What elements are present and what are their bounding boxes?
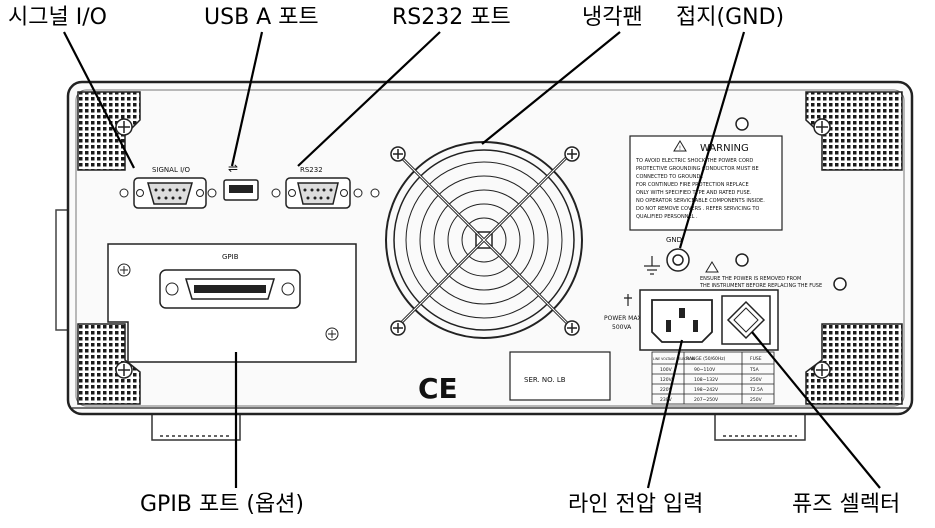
cooling-fan [385,141,583,339]
leader-line-input [646,339,684,489]
fuse-table-cell: T5A [749,367,760,373]
fuse-table-header: LINE VOLTAGE SELECTION [653,357,695,361]
fan-screws [390,146,580,336]
fuse-table-cell: 90~110V [694,367,716,373]
usb-symbol-icon: ⇌ [228,161,238,175]
fuse-table-cell: T2.5A [749,387,764,393]
warning-title: WARNING [700,143,749,154]
fuse-table-cell: 230V [660,397,673,403]
callout-cooling-fan: 냉각팬 [582,5,643,30]
callout-usb-a-port: USB A 포트 [204,5,319,30]
panel-hole [833,277,847,291]
svg-text:!: ! [679,145,681,152]
rear-feet [151,408,806,441]
fuse-table-text: LINE VOLTAGE SELECTION RANGE (50/60Hz) F… [653,356,764,403]
power-symbol-icon [624,294,632,306]
leader-fan [481,31,621,145]
leader-lines [63,31,881,489]
rs232-port[interactable] [271,177,380,209]
gpib-panel-label: GPIB [222,253,239,261]
warning-line: TO AVOID ELECTRIC SHOCK THE POWER CORD [635,158,753,164]
leader-rs232 [297,31,441,167]
gpib-port[interactable] [159,269,301,309]
line-voltage-inlet[interactable] [651,299,713,343]
leader-usb [230,31,264,167]
usb-a-port[interactable] [223,179,259,201]
fuse-table-cell: 120V [660,377,673,383]
warning-line: DO NOT REMOVE COVERS . REFER SERVICING T… [636,206,759,212]
fuse-table-cell: 108~132V [694,377,719,383]
callout-ground: 접지(GND) [676,5,785,30]
panel-hole [735,117,749,131]
signal-io-port[interactable] [119,177,217,209]
warning-line: PROTECTIVE GROUNDING CONDUCTOR MUST BE [636,166,759,172]
fuse-table-cell: 250V [750,377,763,383]
leader-signal-io [63,31,135,169]
caution-icon [705,261,719,273]
warning-line: FOR CONTINUED FIRE PROTECTION REPLACE [636,182,749,188]
warning-line: QUALIFIED PERSONNEL . [636,214,698,220]
fuse-table-cell: 100V [660,367,673,373]
callout-gpib-port: GPIB 포트 (옵션) [140,492,305,517]
fuse-warning-line: ENSURE THE POWER IS REMOVED FROM [700,276,801,282]
warning-line: CONNECTED TO GROUND . [636,174,704,180]
warning-lines: TO AVOID ELECTRIC SHOCK THE POWER CORD P… [635,158,765,220]
ce-mark: CE [418,372,458,405]
callout-rs232-port: RS232 포트 [392,5,511,30]
fuse-selector-drawer[interactable] [721,295,771,345]
fuse-table-header: FUSE [750,356,762,362]
power-label: POWER MAX. [604,315,644,322]
warning-label-box: ! [629,135,783,231]
callout-signal-io: 시그널 I/O [8,5,107,30]
warning-line: ONLY WITH SPECIFIED TYPE AND RATED FUSE. [636,190,752,196]
fuse-table-cell: 220V [660,387,673,393]
corner-screws [115,118,831,379]
leader-gnd [678,31,746,249]
ground-symbol-icon [644,256,660,275]
warning-line: NO OPERATOR SERVICEABLE COMPONENTS INSID… [636,198,765,204]
fuse-table-cell: 198~242V [694,387,719,393]
panel-hole [735,253,749,267]
callout-fuse-selector: 퓨즈 셀렉터 [792,492,901,517]
fuse-table-header: RANGE (50/60Hz) [686,356,726,362]
ground-terminal[interactable] [666,248,690,272]
callout-line-voltage-input: 라인 전압 입력 [568,492,704,517]
rs232-panel-label: RS232 [300,166,323,174]
corner-grilles [77,91,903,405]
gnd-panel-label: GND [666,236,682,244]
signal-io-panel-label: SIGNAL I/O [152,166,191,174]
fuse-warning-line: THE INSTRUMENT BEFORE REPLACING THE FUSE [699,283,822,289]
serial-label: SER. NO. LB [524,376,566,384]
fuse-table-cell: 207~250V [694,397,719,403]
fuse-table-cell: 250V [750,397,763,403]
leader-fuse [751,331,881,489]
power-rating: 500VA [612,324,632,331]
serial-label-box [509,351,611,401]
